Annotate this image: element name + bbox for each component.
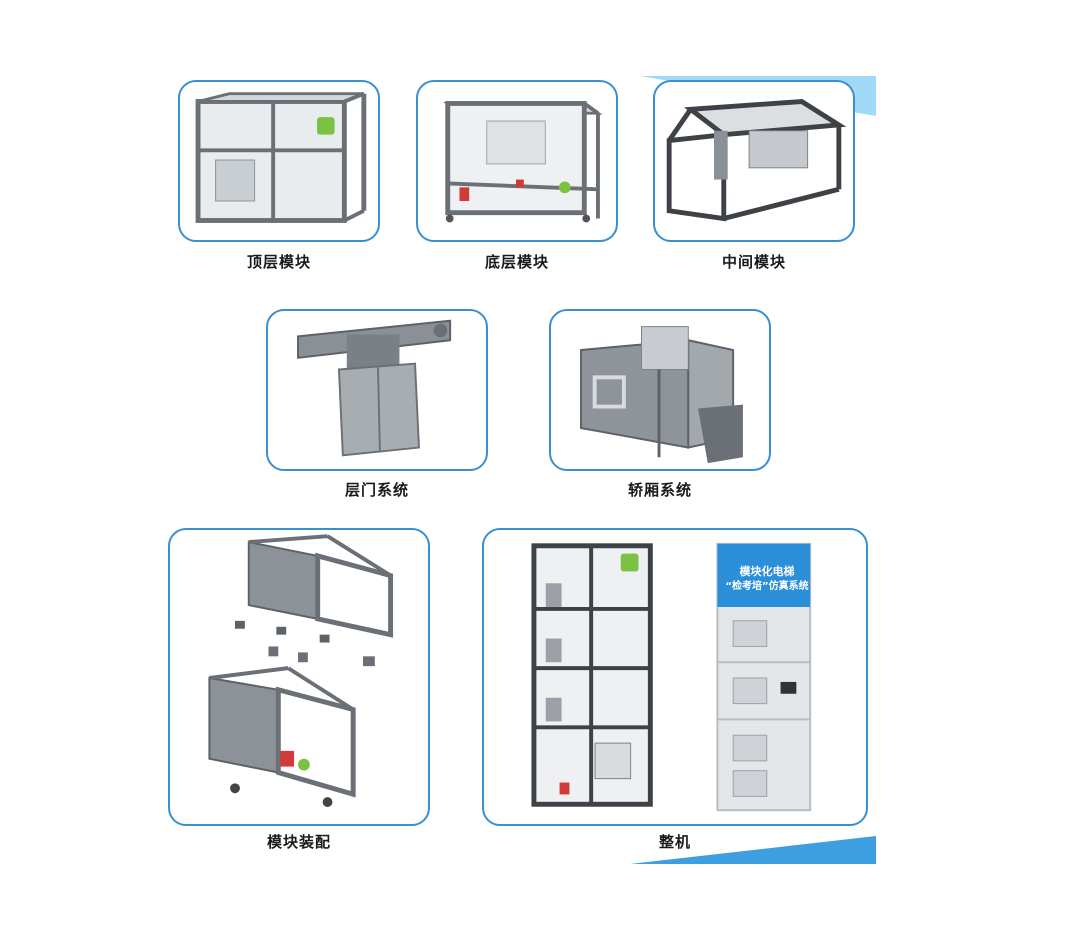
cabinet-title-line2: “检考培”仿真系统 [725,581,809,592]
caption-top-module: 顶层模块 [246,253,311,271]
module-card-car[interactable] [549,309,771,471]
caption-middle-module: 中间模块 [721,253,786,271]
bottom-right-accent [630,836,876,864]
middle-module-image [666,99,847,222]
bottom-module-image [443,101,603,223]
module-card-top[interactable] [178,80,380,242]
module-card-bottom[interactable] [416,80,618,242]
caption-bottom-module: 底层模块 [484,253,549,271]
top-module-image [195,91,367,223]
caption-landing-door: 层门系统 [344,481,409,499]
caption-assembly: 模块装配 [266,833,331,851]
complete-machine-image [531,542,812,812]
module-card-landing-door[interactable] [266,309,488,471]
module-card-middle[interactable] [653,80,855,242]
assembly-image [208,534,394,807]
caption-car-system: 轿厢系统 [627,481,692,499]
module-card-complete[interactable]: 模块化电梯 “检考培”仿真系统 [482,528,868,826]
landing-door-image [297,319,452,457]
cabinet-title-line1: 模块化电梯 [739,565,795,578]
caption-complete: 整机 [658,833,691,851]
car-system-image [580,326,743,464]
cabinet-title: 模块化电梯 “检考培”仿真系统 [720,564,814,594]
module-card-assembly[interactable] [168,528,430,826]
